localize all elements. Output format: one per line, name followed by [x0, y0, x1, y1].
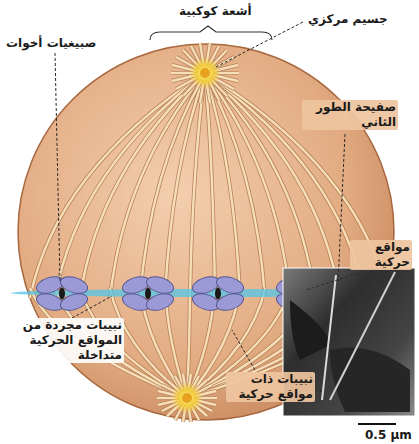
spindle-fiber — [140, 288, 187, 398]
fiber-outline — [80, 73, 205, 298]
kinetochore — [145, 288, 151, 300]
centrosome — [189, 57, 221, 89]
spindle-fiber — [55, 73, 205, 298]
microtubule — [330, 272, 395, 400]
fiber-outline — [140, 288, 187, 398]
plate-label: صفيحة الطور الثاني — [302, 100, 398, 130]
kinetochore-label: مواقع حركية — [350, 240, 412, 270]
fiber-outline — [110, 73, 205, 298]
kinetochore-fiber-label: نبيبات ذات مواقع حركية — [226, 372, 315, 402]
fiber-outline — [55, 73, 205, 298]
aster-label: أشعة كوكبية — [177, 4, 254, 19]
micrograph-dark — [290, 300, 330, 360]
centriole — [200, 68, 210, 78]
chromatid-label: صبيغيات أخوات — [4, 36, 98, 51]
fiber-outline — [30, 73, 205, 298]
centrosome-label: جسيم مركزي — [306, 12, 390, 27]
micrograph-dark — [330, 348, 410, 413]
spindle-fiber — [140, 73, 205, 298]
spindle-fiber — [80, 73, 205, 298]
fiber-outline — [140, 73, 205, 298]
bracket — [150, 26, 272, 40]
centriole — [182, 393, 192, 403]
spindle-fiber — [165, 73, 205, 298]
fiber-outline — [187, 288, 190, 398]
spindle-fiber — [190, 73, 205, 298]
spindle-fiber — [30, 73, 205, 298]
scale-label: 0.5 µm — [363, 428, 414, 443]
nonkinetochore-label: نبيبات مجردة من المواقع الحركية متداخلة — [2, 318, 124, 363]
centrosome — [171, 382, 203, 414]
fiber-outline — [190, 73, 205, 298]
spindle-fiber — [187, 288, 190, 398]
fiber-outline — [165, 73, 205, 298]
kinetochore — [59, 288, 65, 300]
spindle-fiber — [110, 73, 205, 298]
kinetochore — [215, 288, 221, 300]
microtubule — [322, 275, 336, 400]
scale-bar — [358, 423, 396, 425]
